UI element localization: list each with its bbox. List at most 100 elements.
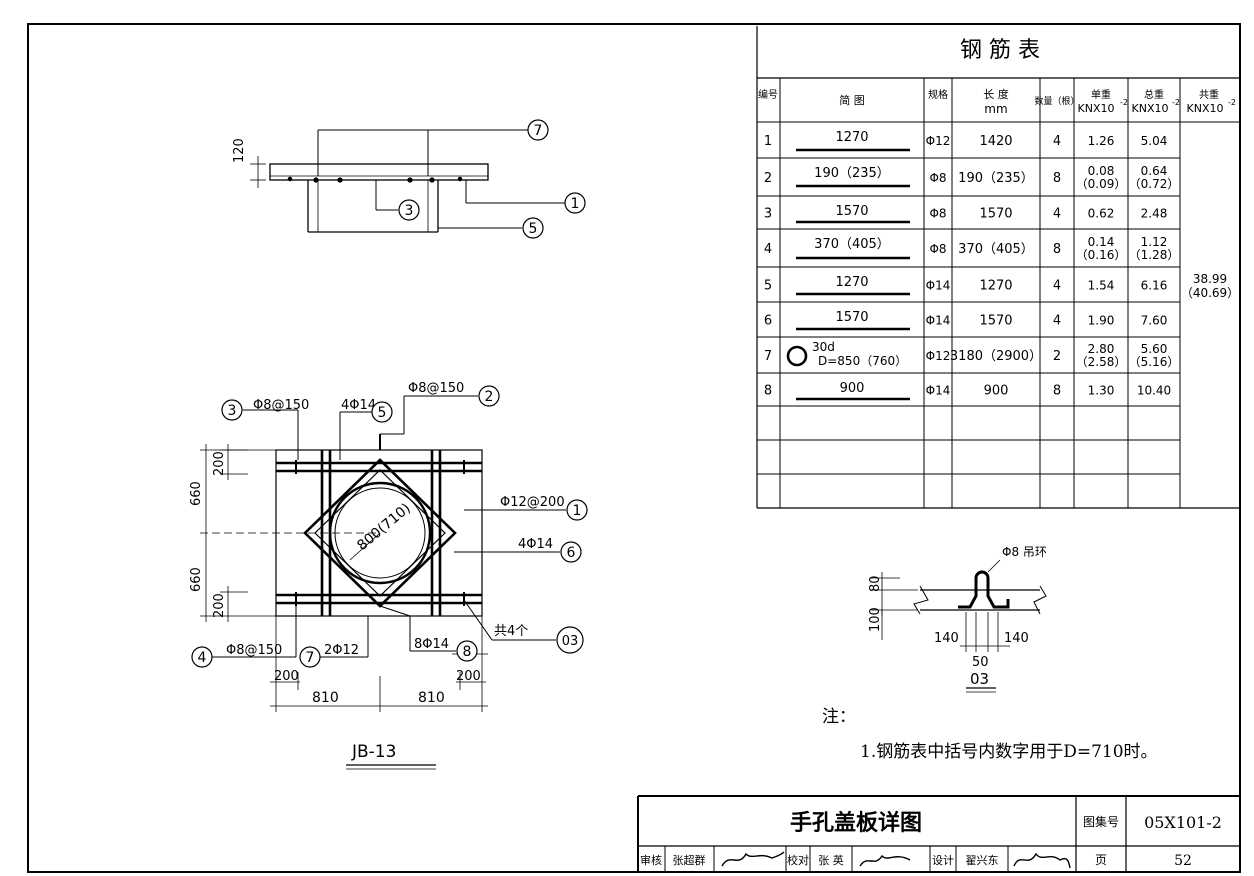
rebar-row-3-total-wt: 2.48: [1141, 207, 1168, 221]
rebar-row-2-qty: 8: [1053, 171, 1061, 186]
rebar-row-2-total-wt: 0.64: [1141, 164, 1168, 178]
drawing-title: 手孔盖板详图: [790, 810, 922, 836]
plan-spec-6: 4Φ14: [518, 537, 553, 552]
rebar-row-3-length: 1570: [979, 207, 1012, 222]
rebar-row-2-unit-wt: 0.08: [1088, 164, 1115, 178]
top-callout-1: 1: [564, 192, 586, 214]
rebar-row-5-qty: 4: [1053, 279, 1061, 294]
rebar-row-7-no: 7: [764, 349, 772, 364]
rebar-row-4-qty: 8: [1053, 242, 1061, 257]
rebar-row-3-sketch: 1570: [835, 204, 868, 219]
atlas-number-label: 图集号: [1083, 814, 1119, 829]
svg-text:4: 4: [198, 650, 207, 666]
plan-spec-03: 共4个: [494, 624, 528, 639]
plan-callout-3: 3: [221, 399, 243, 421]
detail-03-title: 03: [970, 670, 989, 688]
rebar-row-5-unit-wt: 1.54: [1088, 279, 1115, 293]
rebar-header-sum-wt-unit: KNX10: [1187, 102, 1224, 115]
rebar-row-4-unit-wt: 0.14: [1088, 235, 1115, 249]
notes-heading: 注：: [822, 707, 856, 727]
rebar-row-2-total-wt-2: （0.72）: [1129, 177, 1180, 191]
rebar-row-2-spec: Φ8: [929, 171, 946, 185]
detail-03-dim-140-left: 140: [934, 631, 959, 646]
rebar-row-5-no: 5: [764, 279, 772, 294]
svg-text:7: 7: [306, 650, 315, 666]
rebar-row-5-length: 1270: [979, 279, 1012, 294]
plan-callout-1: 1: [566, 499, 588, 521]
svg-text:3: 3: [228, 403, 237, 419]
rebar-row-8-no: 8: [764, 384, 772, 399]
plan-circle-label: 800(710): [354, 500, 414, 554]
plan-callout-5: 5: [371, 401, 393, 423]
rebar-sum-value-2: （40.69）: [1181, 286, 1239, 300]
rebar-row-8-sketch: 900: [840, 381, 865, 396]
rebar-header-sketch: 简 图: [839, 93, 865, 107]
rebar-row-2-sketch: 190（235）: [814, 166, 890, 181]
rebar-row-7-total-wt: 5.60: [1141, 342, 1168, 356]
plan-dim-200-br: 200: [456, 669, 481, 684]
check-label: 校对: [787, 853, 809, 867]
rebar-row-6-total-wt: 7.60: [1141, 314, 1168, 328]
detail-03-dim-100: 100: [868, 607, 883, 632]
rebar-sum-value: 38.99: [1193, 272, 1227, 286]
svg-text:1: 1: [573, 503, 582, 519]
plan-callout-8: 8: [456, 640, 478, 662]
rebar-row-1-total-wt: 5.04: [1141, 134, 1168, 148]
detail-03-drawing: [870, 559, 1047, 693]
plan-dim-810-left: 810: [312, 690, 339, 706]
notes-line-1: 1.钢筋表中括号内数字用于D=710时。: [860, 742, 1158, 762]
rebar-header-length-unit: mm: [984, 102, 1007, 116]
rebar-row-7-total-wt-2: （5.16）: [1129, 355, 1180, 369]
rebar-row-2-unit-wt-2: （0.09）: [1076, 177, 1127, 191]
svg-text:5: 5: [529, 221, 538, 237]
rebar-header-total-wt-unit: KNX10: [1132, 102, 1169, 115]
sheet-border: [27, 23, 1241, 873]
svg-text:03: 03: [562, 634, 579, 649]
review-name: 张超群: [673, 853, 706, 867]
plan-spec-3: Φ8@150: [253, 398, 309, 413]
detail-03-dim-140-right: 140: [1004, 631, 1029, 646]
rebar-row-8-length: 900: [984, 384, 1009, 399]
rebar-row-3-spec: Φ8: [929, 207, 946, 221]
plan-spec-7: 2Φ12: [324, 643, 359, 658]
rebar-table-grid: [756, 26, 1240, 509]
plan-title: JB-13: [351, 742, 396, 762]
rebar-row-4-no: 4: [764, 242, 772, 257]
rebar-header-sum-wt-exp: -2: [1228, 98, 1236, 107]
svg-text:7: 7: [534, 123, 543, 139]
plan-dim-810-right: 810: [418, 690, 445, 706]
rebar-row-5-total-wt: 6.16: [1141, 279, 1168, 293]
svg-text:6: 6: [567, 545, 576, 561]
rebar-row-6-qty: 4: [1053, 314, 1061, 329]
rebar-row-1-qty: 4: [1053, 134, 1061, 149]
plan-callout-2: 2: [478, 385, 500, 407]
rebar-row-6-length: 1570: [979, 314, 1012, 329]
rebar-row-6-sketch: 1570: [835, 310, 868, 325]
rebar-row-2-length: 190（235）: [958, 171, 1034, 186]
plan-dim-200-bottom: 200: [212, 593, 227, 618]
review-label: 审核: [640, 853, 662, 867]
rebar-row-1-spec: Φ12: [926, 134, 951, 148]
rebar-row-7-length: 3180（2900）: [950, 349, 1042, 364]
svg-text:8: 8: [463, 644, 472, 660]
design-name: 翟兴东: [966, 854, 999, 867]
title-block-grid: [637, 795, 1240, 872]
plan-spec-5: 4Φ14: [341, 398, 376, 413]
svg-text:2: 2: [485, 389, 494, 405]
plan-spec-4: Φ8@150: [226, 643, 282, 658]
detail-03-dim-80: 80: [868, 575, 883, 592]
rebar-row-1-no: 1: [764, 134, 772, 149]
rebar-header-qty: 数量（根）: [1034, 95, 1079, 107]
svg-text:1: 1: [571, 196, 580, 212]
rebar-row-7-qty: 2: [1053, 349, 1061, 364]
rebar-row-4-length: 370（405）: [958, 242, 1034, 257]
rebar-table-title: 钢 筋 表: [960, 38, 1040, 63]
rebar-row-4-unit-wt-2: （0.16）: [1076, 248, 1127, 262]
rebar-row-6-no: 6: [764, 314, 772, 329]
plan-callout-6: 6: [560, 541, 582, 563]
rebar-row-4-spec: Φ8: [929, 242, 946, 256]
rebar-header-unit-wt-unit: KNX10: [1078, 102, 1115, 115]
rebar-row-3-no: 3: [764, 207, 772, 222]
